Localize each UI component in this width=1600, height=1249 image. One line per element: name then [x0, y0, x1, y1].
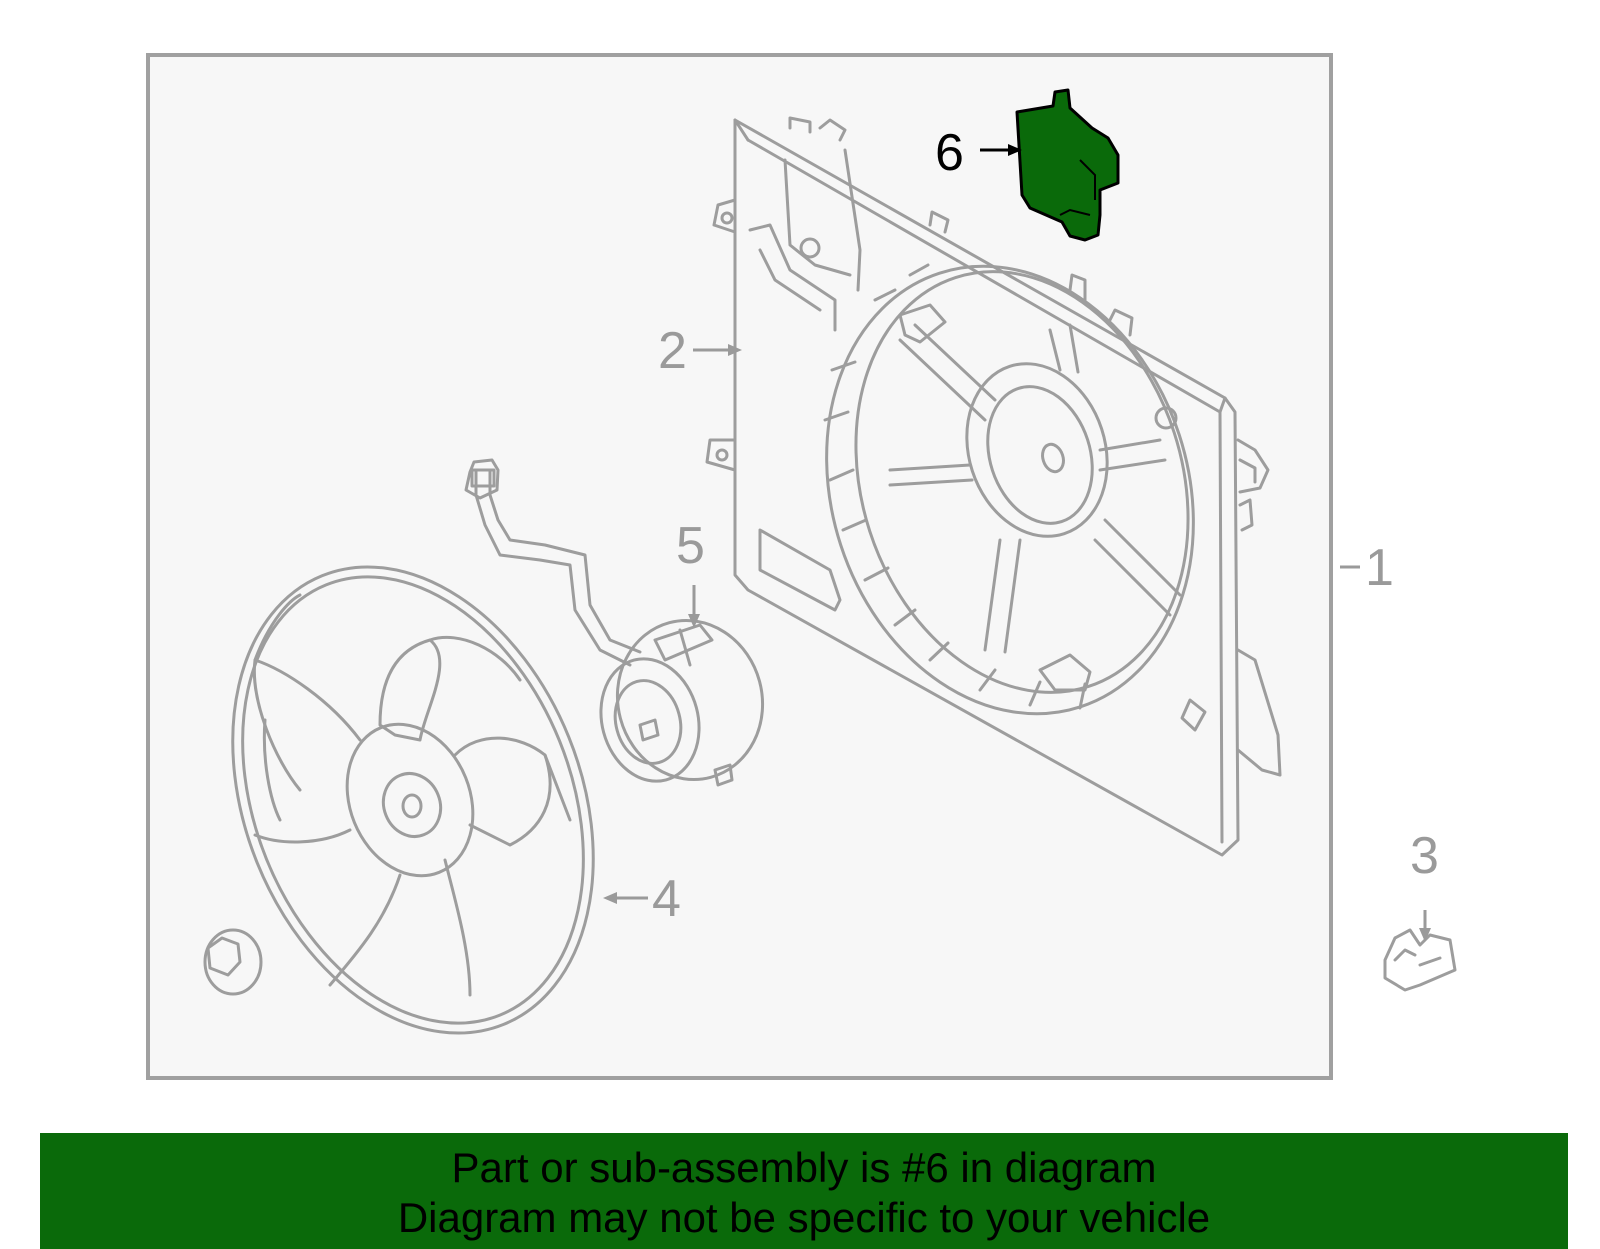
- part-2-fan-shroud[interactable]: [705, 116, 1282, 857]
- leader-6: [980, 144, 1022, 156]
- info-banner: Part or sub-assembly is #6 in diagram Di…: [40, 1133, 1568, 1249]
- banner-line-2: Diagram may not be specific to your vehi…: [397, 1194, 1211, 1241]
- part-4-fan[interactable]: [167, 513, 660, 1088]
- diagram-frame: [146, 53, 1333, 1080]
- parts-diagram: 1 2 3 4 5 6: [146, 53, 1457, 1088]
- callout-6: 6: [935, 124, 964, 182]
- callout-3: 3: [1410, 827, 1439, 885]
- leader-arrowheads: [603, 344, 1431, 942]
- callout-2: 2: [658, 322, 687, 380]
- callout-5: 5: [676, 517, 705, 575]
- banner-line-1: Part or sub-assembly is #6 in diagram: [451, 1144, 1157, 1191]
- callout-1: 1: [1365, 539, 1394, 597]
- part-5-motor[interactable]: [464, 458, 780, 796]
- fan-nut: [203, 928, 263, 996]
- part-6-resistor[interactable]: [1015, 88, 1120, 242]
- callout-4: 4: [652, 870, 681, 928]
- leader-lines: [615, 348, 1427, 932]
- part-3-clip[interactable]: [1383, 928, 1457, 992]
